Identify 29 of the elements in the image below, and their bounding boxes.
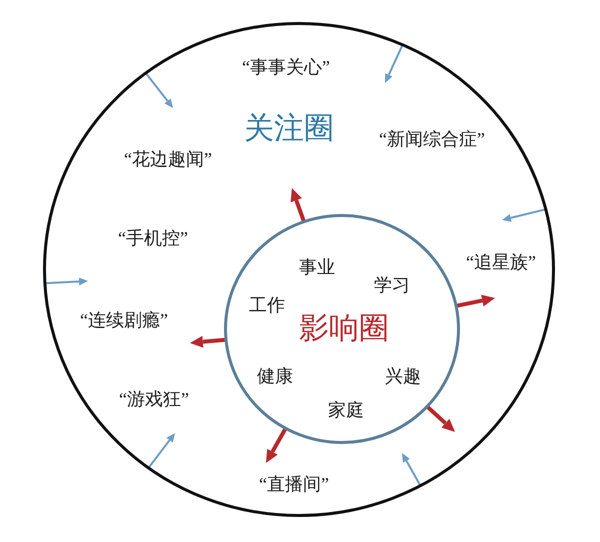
keyword-label: “直播间” xyxy=(259,475,329,493)
keyword-label: 事业 xyxy=(299,258,335,276)
keyword-label: 家庭 xyxy=(328,401,364,419)
keyword-label: 工作 xyxy=(249,296,285,314)
outer-circle xyxy=(43,22,555,517)
keyword-label: “追星族” xyxy=(466,253,536,271)
keyword-label: 兴趣 xyxy=(385,367,421,385)
arrow xyxy=(385,44,404,83)
keyword-label: “手机控” xyxy=(118,229,188,247)
arrow xyxy=(290,188,306,222)
arrow xyxy=(148,433,176,468)
arrow xyxy=(266,427,288,463)
keyword-label: 学习 xyxy=(374,276,410,294)
keyword-label: “连续剧瘾” xyxy=(80,311,168,329)
keyword-label: 健康 xyxy=(257,367,293,385)
arrow xyxy=(502,208,546,222)
keyword-label: “事事关心” xyxy=(242,58,330,76)
keyword-label: “新闻综合症” xyxy=(379,130,485,148)
keyword-label: “花边趣闻” xyxy=(124,150,212,168)
arrow xyxy=(44,278,88,286)
keyword-label: “游戏狂” xyxy=(119,390,189,408)
arrow xyxy=(426,405,455,432)
arrow xyxy=(190,336,226,348)
circle-title: 影响圈 xyxy=(299,314,389,344)
arrow xyxy=(402,452,422,486)
inner-circle xyxy=(224,214,460,444)
arrow xyxy=(456,294,496,308)
circle-title: 关注圈 xyxy=(244,114,334,144)
arrow xyxy=(145,72,174,108)
